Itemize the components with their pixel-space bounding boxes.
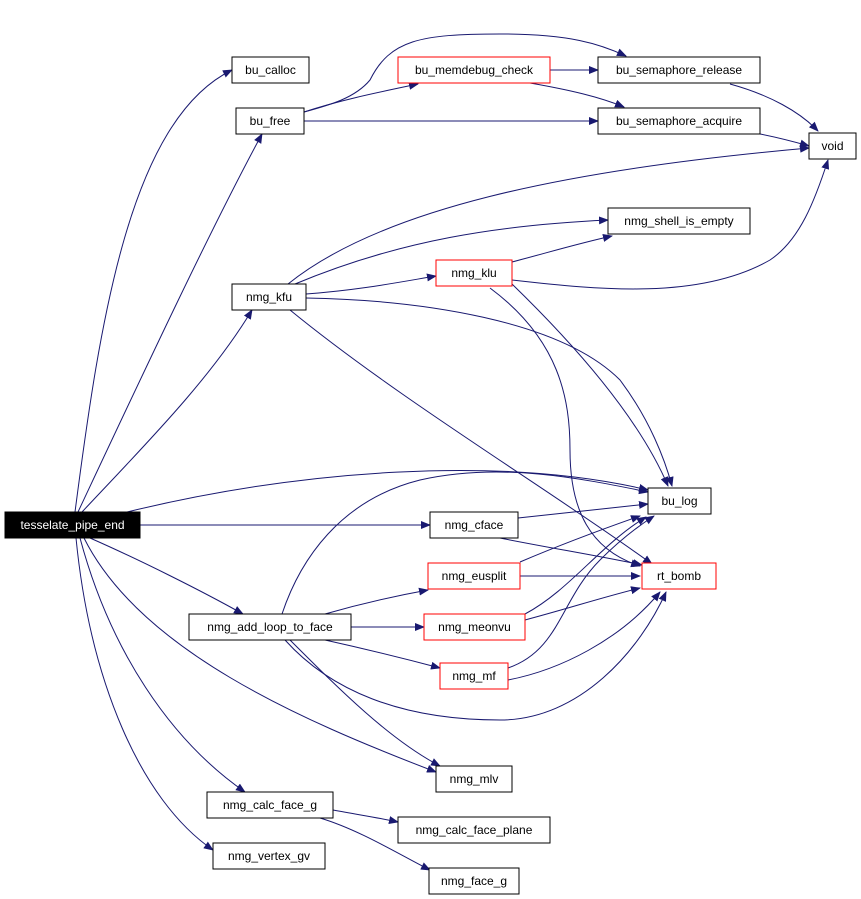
node-nmg-mf[interactable]: nmg_mf: [439, 662, 509, 690]
node-label: nmg_eusplit: [442, 569, 507, 583]
node-bu-memdebug-check[interactable]: bu_memdebug_check: [397, 56, 551, 84]
node-bu-calloc[interactable]: bu_calloc: [231, 56, 310, 84]
edge-nmg-add-loop-to-face-to-nmg-mf: [324, 639, 441, 670]
node-label: nmg_shell_is_empty: [624, 214, 733, 228]
node-label: nmg_mf: [452, 669, 496, 683]
edge-nmg-add-loop-to-face-to-nmg-mlv: [289, 639, 441, 767]
node-nmg-calc-face-plane[interactable]: nmg_calc_face_plane: [397, 816, 551, 844]
node-bu-semaphore-acquire[interactable]: bu_semaphore_acquire: [597, 107, 761, 135]
edge-nmg-klu-to-nmg-shell-is-empty: [511, 234, 613, 263]
edge-bu-semaphore-acquire-to-void: [759, 133, 810, 148]
edge-bu-free-to-bu-semaphore-release: [303, 33, 627, 113]
edge-nmg-kfu-to-rt-bomb: [289, 309, 653, 565]
edge-nmg-calc-face-g-to-nmg-face-g: [319, 817, 431, 871]
edge-nmg-eusplit-to-bu-log: [519, 515, 641, 563]
edge-nmg-meonvu-to-bu-log: [524, 516, 647, 615]
edge-nmg-add-loop-to-face-to-rt-bomb: [284, 591, 667, 721]
edge-tesselate-pipe-end-to-bu-calloc: [74, 69, 233, 513]
node-label: bu_log: [661, 494, 697, 508]
edge-nmg-cface-to-bu-log: [517, 500, 649, 519]
node-label: bu_free: [250, 114, 291, 128]
node-bu-semaphore-release[interactable]: bu_semaphore_release: [597, 56, 761, 84]
node-label: rt_bomb: [657, 569, 701, 583]
node-label: nmg_cface: [445, 518, 504, 532]
node-bu-free[interactable]: bu_free: [235, 107, 305, 135]
edge-nmg-meonvu-to-rt-bomb: [524, 586, 641, 621]
edge-tesselate-pipe-end-to-bu-log: [126, 470, 649, 513]
edge-nmg-cface-to-rt-bomb: [499, 537, 643, 568]
edge-nmg-klu-to-void: [511, 159, 830, 290]
node-label: nmg_meonvu: [438, 620, 511, 634]
node-label: nmg_face_g: [441, 874, 507, 888]
node-label: void: [821, 139, 843, 153]
node-label: nmg_vertex_gv: [228, 849, 310, 863]
node-bu-log[interactable]: bu_log: [647, 487, 712, 515]
node-nmg-calc-face-g[interactable]: nmg_calc_face_g: [206, 791, 334, 819]
edge-nmg-mf-to-bu-log: [507, 515, 655, 669]
node-rt-bomb[interactable]: rt_bomb: [641, 562, 717, 590]
edge-nmg-add-loop-to-face-to-nmg-eusplit: [324, 587, 429, 615]
edge-nmg-kfu-to-nmg-klu: [305, 273, 437, 295]
edge-nmg-mf-to-rt-bomb: [507, 591, 661, 681]
node-nmg-eusplit[interactable]: nmg_eusplit: [427, 562, 521, 590]
node-nmg-kfu[interactable]: nmg_kfu: [231, 283, 307, 311]
node-label: bu_memdebug_check: [415, 63, 534, 77]
edge-tesselate-pipe-end-to-nmg-kfu: [81, 309, 253, 513]
node-nmg-klu[interactable]: nmg_klu: [435, 259, 513, 287]
edge-nmg-kfu-to-nmg-shell-is-empty: [294, 216, 609, 285]
node-label: bu_calloc: [245, 63, 296, 77]
node-nmg-meonvu[interactable]: nmg_meonvu: [423, 613, 526, 641]
edge-tesselate-pipe-end-to-bu-free: [77, 133, 263, 513]
node-nmg-vertex-gv[interactable]: nmg_vertex_gv: [212, 842, 326, 870]
edge-nmg-kfu-to-bu-log: [305, 297, 674, 487]
edge-tesselate-pipe-end-to-nmg-add-loop-to-face: [89, 537, 244, 615]
edge-nmg-klu-to-rt-bomb: [489, 287, 641, 568]
node-label: nmg_kfu: [246, 290, 292, 304]
edge-tesselate-pipe-end-to-nmg-calc-face-g: [79, 537, 246, 793]
node-label: nmg_calc_face_g: [223, 798, 317, 812]
edge-nmg-kfu-to-void: [287, 144, 810, 285]
node-nmg-mlv[interactable]: nmg_mlv: [435, 765, 513, 793]
node-label: nmg_mlv: [450, 772, 499, 786]
node-void[interactable]: void: [808, 132, 857, 160]
edge-bu-memdebug-check-to-bu-semaphore-acquire: [529, 82, 625, 108]
node-label: nmg_add_loop_to_face: [207, 620, 333, 634]
edge-tesselate-pipe-end-to-nmg-mlv: [83, 537, 437, 773]
edge-tesselate-pipe-end-to-nmg-vertex-gv: [75, 537, 214, 851]
node-tesselate-pipe-end[interactable]: tesselate_pipe_end: [4, 511, 141, 539]
node-nmg-add-loop-to-face[interactable]: nmg_add_loop_to_face: [188, 613, 352, 641]
node-nmg-face-g[interactable]: nmg_face_g: [428, 867, 520, 895]
node-nmg-cface[interactable]: nmg_cface: [429, 511, 519, 539]
node-label: nmg_calc_face_plane: [416, 823, 533, 837]
edge-nmg-calc-face-g-to-nmg-calc-face-plane: [332, 809, 399, 824]
node-label: bu_semaphore_acquire: [616, 114, 742, 128]
node-nmg-shell-is-empty[interactable]: nmg_shell_is_empty: [607, 207, 751, 235]
node-label: nmg_klu: [451, 266, 496, 280]
edges: [74, 33, 830, 871]
node-label: tesselate_pipe_end: [20, 518, 124, 532]
edge-nmg-add-loop-to-face-to-bu-log: [281, 471, 649, 615]
node-label: bu_semaphore_release: [616, 63, 742, 77]
edge-bu-semaphore-release-to-void: [729, 83, 819, 132]
edge-nmg-klu-to-bu-log: [511, 283, 669, 487]
